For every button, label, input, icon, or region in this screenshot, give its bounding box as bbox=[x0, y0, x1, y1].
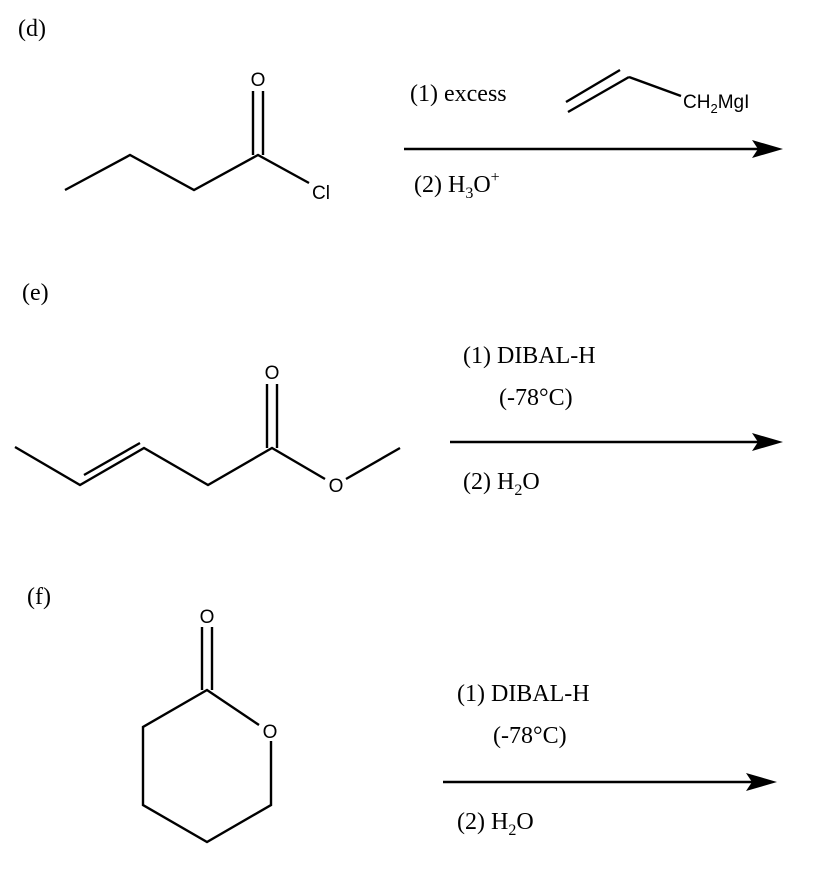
reaction-d: (d) O Cl (1) excess CH2MgI (2) H3O+ bbox=[18, 16, 783, 204]
allylmagnesium-iodide-structure: CH2MgI bbox=[565, 68, 749, 116]
step2-condition-e: (2) H2O bbox=[463, 469, 540, 499]
alkene-inner-bond bbox=[83, 441, 141, 477]
reaction-arrow-f bbox=[443, 773, 777, 791]
step2-condition-f: (2) H2O bbox=[457, 809, 534, 839]
ch2mgi-label: CH2MgI bbox=[683, 92, 749, 116]
step1-condition-f: (1) DIBAL-H bbox=[457, 681, 590, 707]
methoxy-bond bbox=[345, 446, 401, 481]
vinyl-bond-outer bbox=[567, 75, 630, 114]
butanoyl-chloride-structure: O Cl bbox=[64, 70, 330, 204]
reaction-label-d: (d) bbox=[18, 16, 46, 42]
reaction-label-e: (e) bbox=[22, 280, 49, 306]
lactone-ring-oxygen: O bbox=[263, 722, 278, 743]
carbon-chain-bonds bbox=[64, 153, 310, 192]
vinyl-bond-inner bbox=[565, 68, 621, 104]
chlorine-atom: Cl bbox=[312, 183, 330, 204]
reaction-label-f: (f) bbox=[27, 584, 51, 610]
step1-condition-d: (1) excess bbox=[410, 81, 507, 107]
reaction-arrow-e bbox=[450, 433, 783, 451]
carbonyl-oxygen-atom: O bbox=[251, 70, 266, 91]
allylic-bond bbox=[628, 75, 682, 98]
ester-carbonyl-oxygen: O bbox=[265, 363, 280, 384]
step1-temperature-f: (-78°C) bbox=[493, 723, 567, 749]
lactone-carbonyl-oxygen: O bbox=[200, 607, 215, 628]
step1-temperature-e: (-78°C) bbox=[499, 385, 573, 411]
valerolactone-structure: O O bbox=[141, 607, 278, 844]
reaction-e: (e) O O (1) DIBAL-H (-78°C) (2) H2O bbox=[14, 280, 783, 499]
reaction-f: (f) O O (1) DIBAL-H (-78°C) (2) H2O bbox=[27, 584, 777, 844]
ester-carbon-chain-bonds bbox=[14, 445, 326, 487]
methyl-pentenoate-structure: O O bbox=[14, 363, 401, 497]
ester-single-bond-oxygen: O bbox=[329, 476, 344, 497]
step1-condition-e: (1) DIBAL-H bbox=[463, 343, 596, 369]
lactone-ring-bonds bbox=[141, 688, 273, 844]
reaction-arrow-d bbox=[404, 140, 783, 158]
step2-condition-d: (2) H3O+ bbox=[414, 169, 500, 202]
